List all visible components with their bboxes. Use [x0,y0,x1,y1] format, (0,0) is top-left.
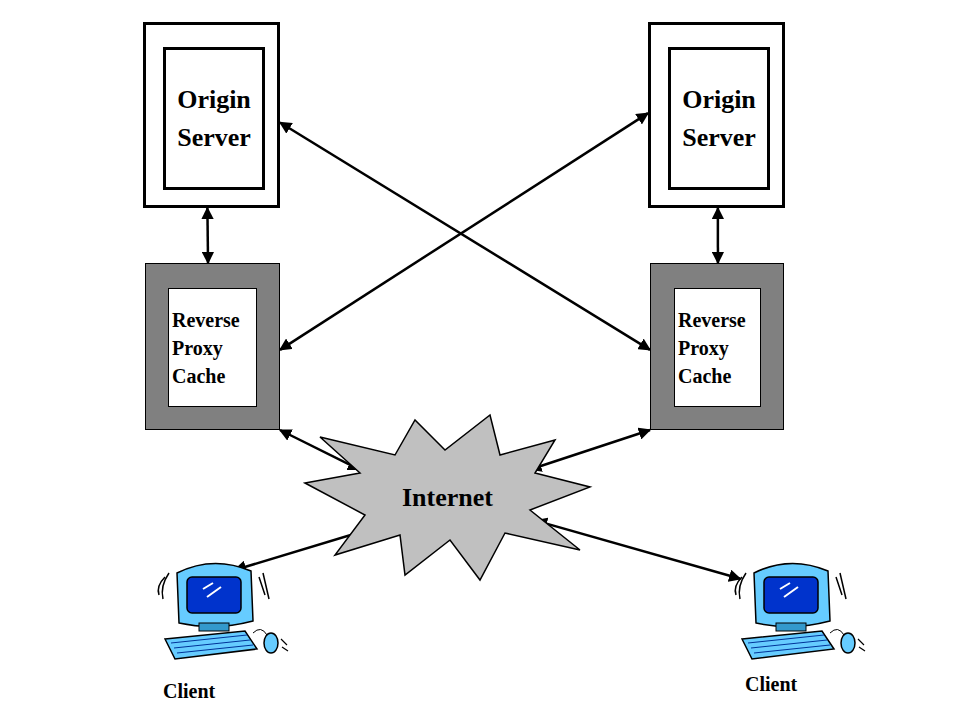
internet-cloud: Internet [305,415,590,580]
proxy-box: Reverse Proxy Cache [145,263,280,430]
keyboard [742,631,834,659]
monitor [177,563,253,626]
proxy-label: Reverse Proxy Cache [674,288,761,407]
client-label: Client [163,680,215,703]
proxy-box: Reverse Proxy Cache [650,263,784,430]
mouse [264,633,278,653]
monitor [754,563,830,626]
bidirectional-arrow [280,122,650,349]
internet-star-outline [305,415,590,580]
proxy-label: Reverse Proxy Cache [168,288,257,407]
keyboard [165,631,257,659]
client-computer: Client [155,555,295,705]
screen [764,577,818,613]
monitor-stand [776,623,806,631]
mouse [841,633,855,653]
keyboard-keys [754,645,830,653]
motion-line [739,573,746,599]
motion-line [263,573,269,599]
server-box: Origin Server [648,22,785,208]
server-box: Origin Server [143,22,280,208]
client-computer: Client [720,555,865,695]
keyboard-keys [177,645,253,653]
bidirectional-arrow [717,208,720,263]
bidirectional-arrow [206,208,209,263]
monitor-stand [199,623,229,631]
server-label: Origin Server [668,47,770,190]
mouse-cord [253,629,267,635]
computer-drawing [735,563,865,659]
screen-glare [780,583,798,597]
screen [187,577,241,613]
mouse-motion-line [281,639,288,651]
mouse-motion-line [858,639,865,651]
bidirectional-arrow [280,113,648,350]
server-label: Origin Server [163,47,265,190]
computer-drawing [158,563,288,659]
internet-label: Internet [402,483,493,513]
motion-line [162,573,169,599]
screen-glare [203,583,221,597]
mouse-cord [830,629,844,635]
client-label: Client [745,673,797,696]
bidirectional-arrow [536,521,740,579]
motion-line [840,573,846,599]
